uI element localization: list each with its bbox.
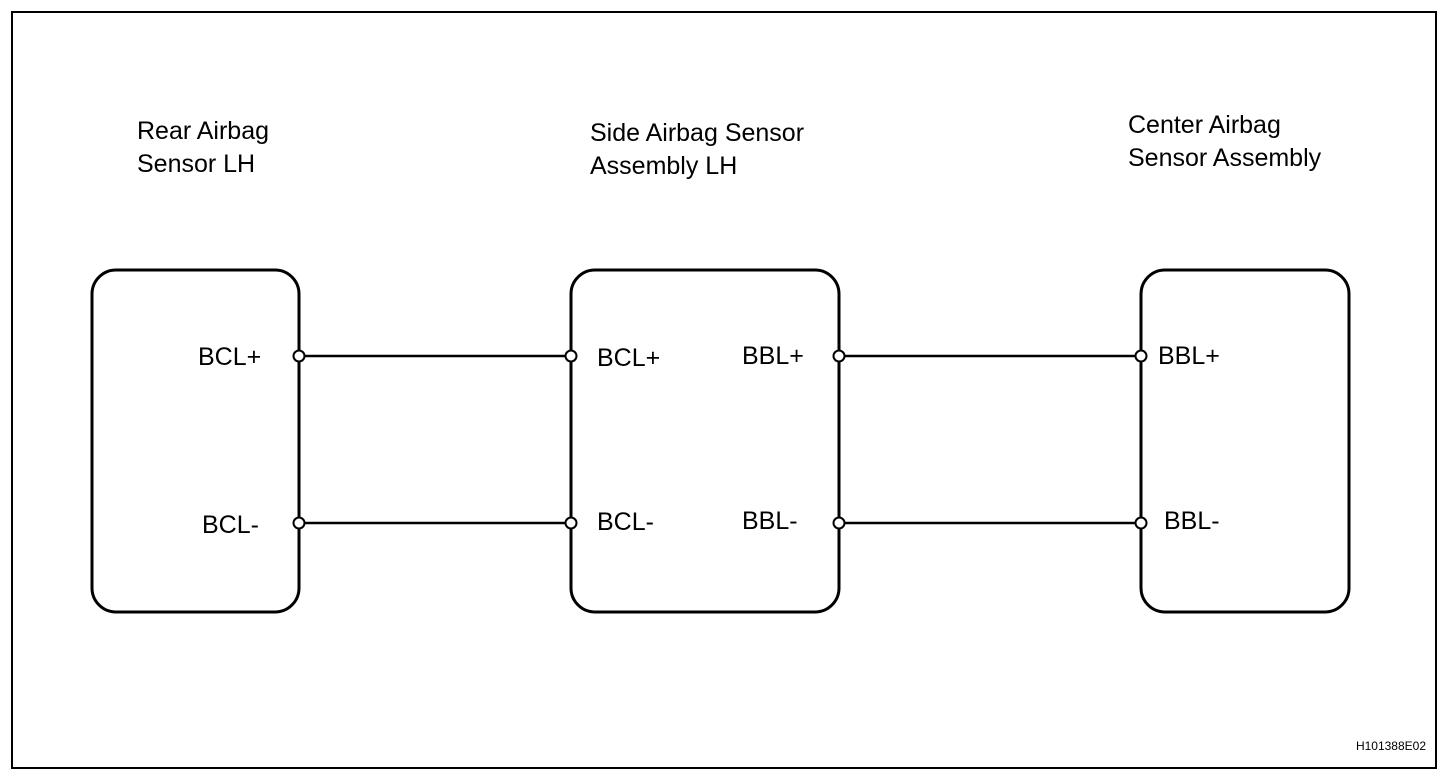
center-airbag-sensor-box (1139, 268, 1351, 614)
side-sensor-title-line2: Assembly LH (590, 152, 737, 180)
terminal-center-bbl-minus (1134, 516, 1148, 530)
terminal-side-bbl-minus (832, 516, 846, 530)
terminal-center-bbl-plus (1134, 349, 1148, 363)
figure-code: H101388E02 (1356, 739, 1426, 753)
center-sensor-title-line2: Sensor Assembly (1128, 144, 1322, 172)
side-sensor-title-line1: Side Airbag Sensor (590, 119, 804, 147)
rear-airbag-sensor-box (90, 268, 301, 614)
terminal-side-bcl-plus (564, 349, 578, 363)
side-airbag-sensor-box (569, 268, 841, 614)
side-pin-bcl-plus-label: BCL+ (597, 344, 660, 372)
side-pin-bbl-plus-label: BBL+ (742, 342, 804, 370)
center-pin-bbl-minus-label: BBL- (1164, 507, 1220, 535)
center-sensor-title-line1: Center Airbag (1128, 111, 1281, 139)
rear-sensor-title-line1: Rear Airbag (137, 117, 269, 145)
rear-sensor-title-line2: Sensor LH (137, 150, 255, 178)
center-pin-bbl-plus-label: BBL+ (1158, 342, 1220, 370)
terminal-side-bcl-minus (564, 516, 578, 530)
side-pin-bbl-minus-label: BBL- (742, 507, 798, 535)
terminal-rear-bcl-minus (292, 516, 306, 530)
rear-pin-bcl-minus-label: BCL- (202, 511, 259, 539)
rear-pin-bcl-plus-label: BCL+ (198, 343, 261, 371)
terminal-rear-bcl-plus (292, 349, 306, 363)
terminal-side-bbl-plus (832, 349, 846, 363)
diagram-frame (11, 11, 1437, 769)
side-pin-bcl-minus-label: BCL- (597, 508, 654, 536)
